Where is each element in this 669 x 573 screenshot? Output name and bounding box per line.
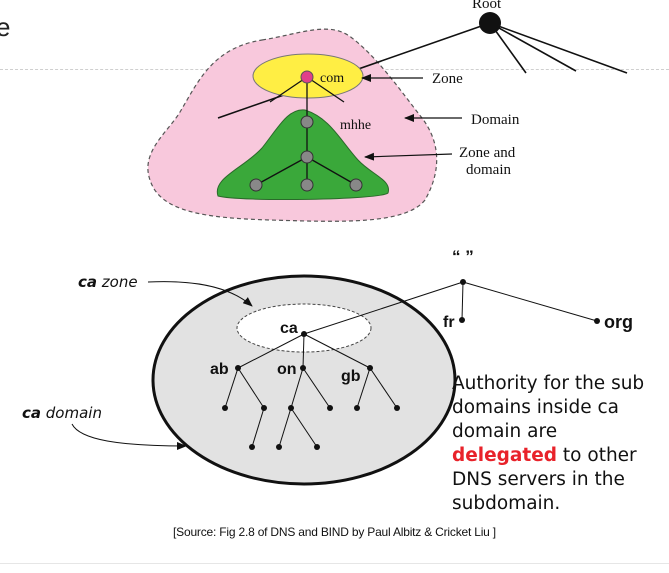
leaf-dot — [354, 405, 360, 411]
ca-to-ab-edge — [237, 333, 305, 369]
com-branch-edge — [306, 76, 345, 103]
ca-domain-ellipse — [151, 274, 457, 486]
tree-node — [300, 150, 314, 164]
zone-and-domain-callout-arrow — [364, 152, 453, 161]
gb-node-label: gb — [341, 368, 361, 385]
leaf-dot — [394, 405, 400, 411]
zone-and-domain-label-line1: Zone and — [459, 145, 516, 161]
on-dot — [300, 365, 306, 371]
on-sub-edge — [290, 407, 318, 448]
leaf-dot — [222, 405, 228, 411]
on-edge — [290, 367, 304, 409]
ca-node-label: ca — [280, 320, 298, 337]
fr-node-label: fr — [443, 314, 455, 331]
ab-dot — [235, 365, 241, 371]
ca-zone-callout-arrow — [147, 281, 253, 307]
com-label: com — [320, 71, 344, 86]
ca-to-on-edge — [302, 333, 305, 369]
com-node — [300, 70, 314, 84]
ca-dot — [301, 331, 307, 337]
leaf-dot — [314, 444, 320, 450]
ab-node-label: ab — [210, 361, 229, 378]
root-to-fr-edge — [461, 281, 464, 321]
source-citation: [Source: Fig 2.8 of DNS and BIND by Paul… — [173, 525, 496, 539]
root-edge — [489, 22, 628, 74]
org-dot — [594, 318, 600, 324]
on-sub-edge — [278, 407, 292, 448]
mhhe-edge — [306, 156, 357, 186]
ab-edge — [237, 367, 265, 409]
mhhe-label: mhhe — [340, 118, 371, 133]
root-label: Root — [472, 0, 502, 12]
ca-domain-callout-label: ca domain — [22, 404, 102, 422]
tree-node — [300, 178, 314, 192]
root-edge — [489, 22, 577, 72]
gb-edge — [356, 367, 371, 409]
ca-zone-ellipse — [236, 303, 372, 353]
on-edge — [302, 367, 331, 409]
ca-domain-callout-arrow — [71, 423, 187, 450]
on-node-label: on — [277, 361, 297, 378]
leaf-dot — [327, 405, 333, 411]
leaf-dot — [276, 444, 282, 450]
root-to-ca-edge — [303, 281, 464, 335]
root-to-org-edge — [462, 281, 598, 322]
com-branch-edge — [269, 76, 308, 103]
ab-edge — [224, 367, 239, 409]
ca-domain-callout-ca: ca — [22, 404, 41, 422]
root-node — [479, 12, 501, 34]
bottom-diagram: “ ” — [22, 247, 633, 486]
leaf-dot — [261, 405, 267, 411]
root-dot — [460, 279, 466, 285]
ca-to-gb-edge — [303, 333, 371, 369]
leaf-dot — [288, 405, 294, 411]
ab-sub-edge — [251, 407, 265, 448]
zone-and-domain-label-line2: domain — [466, 162, 511, 178]
footer-divider — [0, 563, 669, 564]
corner-text-fragment: e — [0, 12, 10, 42]
top-diagram: Root com mhhe Zone Domain Zone and domai… — [147, 0, 628, 222]
fr-dot — [459, 317, 465, 323]
tree-node — [249, 178, 263, 192]
mhhe-edge — [255, 156, 308, 186]
org-node-label: org — [604, 312, 633, 332]
description-highlight: delegated — [452, 445, 558, 466]
zone-callout-label: Zone — [432, 71, 463, 87]
ca-zone-callout-label: ca zone — [78, 273, 138, 291]
bottom-root-label: “ ” — [452, 247, 474, 266]
tree-node — [349, 178, 363, 192]
description-before: Authority for the sub domains inside ca … — [452, 373, 645, 442]
mhhe-node — [300, 115, 314, 129]
delegation-description: Authority for the sub domains inside ca … — [452, 372, 666, 516]
description-after: to other DNS servers in the subdomain. — [452, 445, 637, 514]
ca-domain-callout-rest: domain — [41, 404, 102, 422]
domain-callout-label: Domain — [471, 112, 520, 128]
leaf-dot — [249, 444, 255, 450]
gb-edge — [369, 367, 398, 409]
gb-dot — [367, 365, 373, 371]
ca-zone-callout-rest: zone — [97, 273, 138, 291]
ca-zone-callout-ca: ca — [78, 273, 97, 291]
